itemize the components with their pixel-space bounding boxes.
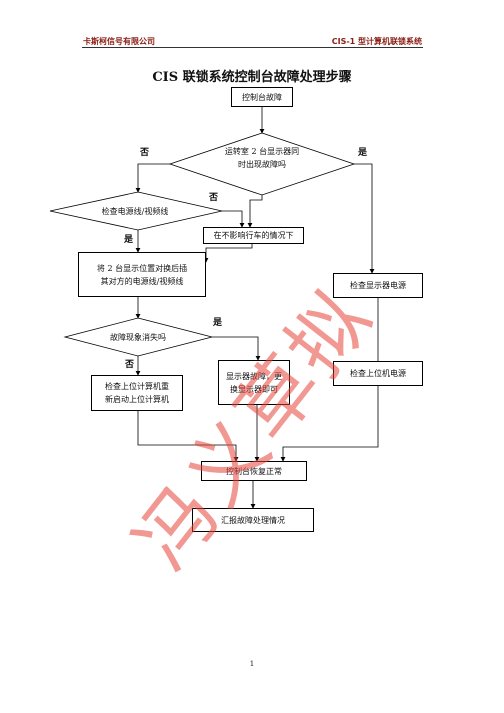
decision1-line2: 时出现故障吗: [238, 160, 286, 169]
decision2-text: 检查电源线/视频线: [101, 207, 169, 216]
report-box: 汇报故障处理情况: [192, 508, 314, 532]
label-no-decision3: 否: [125, 360, 135, 370]
monitor-fault-line2: 换显示器即可: [230, 384, 278, 394]
monitor-fault-box: 显示器故障，更 换显示器即可: [218, 360, 290, 405]
swap-line1: 将 2 台显示位置对换后插: [96, 263, 188, 273]
decision3-text: 故障现象消失吗: [110, 333, 166, 342]
label-yes-decision1: 是: [358, 148, 368, 158]
check-host-line1: 检查上位计算机重: [105, 382, 169, 391]
swap-line2: 其对方的电源线/视频线: [100, 276, 184, 286]
header-company: 卡斯柯信号有限公司: [83, 37, 155, 46]
swap-box: 将 2 台显示位置对换后插 其对方的电源线/视频线: [78, 252, 206, 297]
page-title: CIS 联锁系统控制台故障处理步骤: [152, 70, 352, 85]
check-host-box: 检查上位计算机重 新启动上位计算机: [91, 375, 183, 411]
no-impact-box: 在不影响行车的情况下: [203, 227, 304, 244]
page-number: 1: [249, 660, 255, 668]
label-yes-decision3: 是: [213, 318, 223, 328]
header-system: CIS-1 型计算机联锁系统: [331, 37, 422, 46]
monitor-fault-line1: 显示器故障，更: [226, 371, 282, 381]
label-no-decision2: 否: [209, 193, 219, 203]
check-monitor-power-box: 检查显示器电源: [333, 273, 423, 298]
header-divider: [82, 47, 423, 48]
check-host-line2: 新启动上位计算机: [105, 395, 169, 404]
check-host-power-box: 检查上位机电源: [333, 361, 423, 386]
restore-box: 控制台恢复正常: [201, 461, 307, 481]
start-box: 控制台故障: [231, 87, 293, 107]
decision1-line1: 运转室 2 台显示器同: [224, 147, 300, 156]
label-yes-decision2: 是: [124, 235, 134, 245]
decision1-text: 运转室 2 台显示器同 时出现故障吗: [196, 145, 328, 171]
label-no-decision1: 否: [140, 148, 150, 158]
